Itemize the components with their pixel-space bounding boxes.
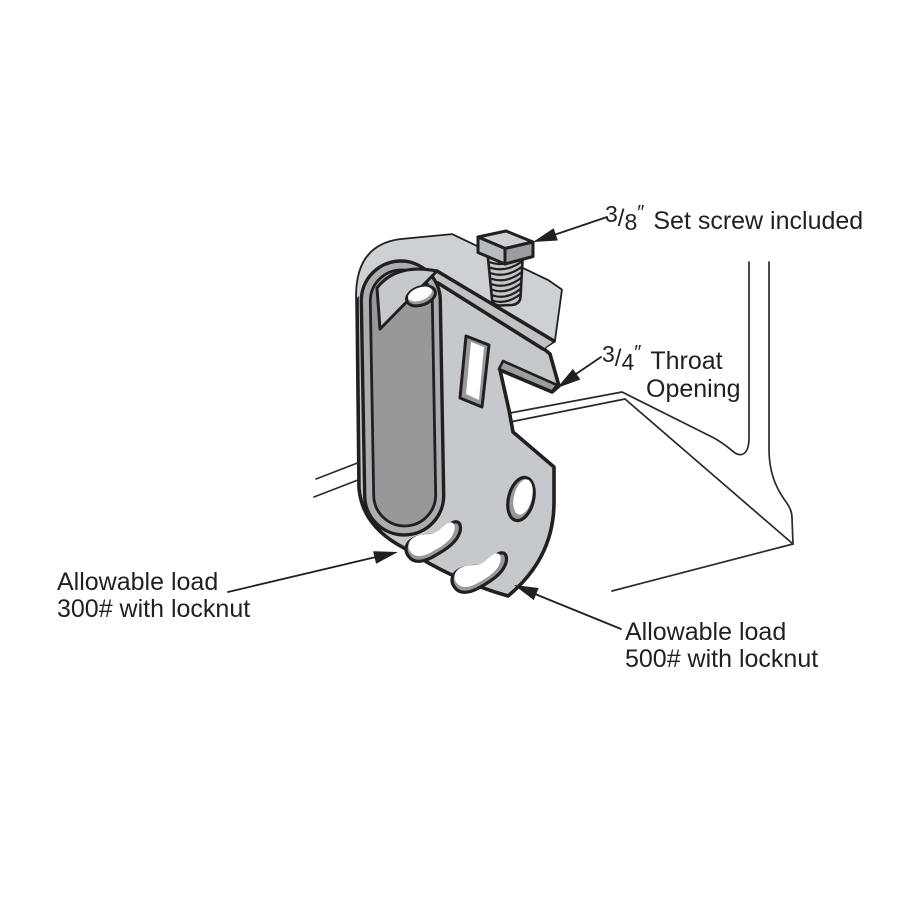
- arrowhead-load-300: [373, 551, 398, 564]
- throat-fraction-denominator: 4: [621, 349, 635, 375]
- arrowhead-throat: [557, 368, 581, 388]
- mounting-slot: [458, 334, 491, 409]
- throat-inch-mark: ″: [634, 342, 642, 364]
- set-screw: [476, 229, 535, 307]
- beam-flange-left-lines: [313, 461, 361, 498]
- label-load-300: Allowable load 300# with locknut: [57, 569, 250, 623]
- throat-fraction-numerator: 3: [602, 341, 615, 367]
- load-300-line-2: 300# with locknut: [57, 595, 251, 623]
- leader-load-500: [534, 593, 622, 630]
- leader-throat: [572, 356, 602, 377]
- label-throat-opening: 3/4″ Throat Opening: [602, 340, 741, 403]
- load-500-line-2: 500# with locknut: [625, 645, 819, 673]
- kidney-slot-upper: [404, 520, 463, 563]
- jaw-underside-strip: [497, 359, 559, 393]
- leader-set-screw: [550, 216, 608, 237]
- load-500-line-1: Allowable load: [625, 618, 787, 646]
- throat-word: Throat: [650, 347, 723, 375]
- set-screw-inch-mark: ″: [637, 202, 645, 224]
- channel-opening: [359, 259, 446, 537]
- load-300-line-1: Allowable load: [57, 568, 219, 596]
- set-screw-fraction-denominator: 8: [624, 209, 638, 235]
- set-screw-text: Set screw included: [653, 207, 864, 235]
- set-screw-fraction-slash: /: [617, 205, 625, 232]
- beam-flange-lines: [509, 261, 794, 592]
- throat-fraction-slash: /: [614, 345, 622, 372]
- label-load-500: Allowable load 500# with locknut: [625, 619, 818, 673]
- set-screw-head: [476, 229, 535, 266]
- set-screw-fraction-numerator: 3: [605, 201, 618, 227]
- arrowhead-load-500: [514, 585, 539, 601]
- kidney-slot-lower: [450, 551, 509, 594]
- leader-load-300: [227, 556, 377, 593]
- label-set-screw: 3/8″ Set screw included: [605, 200, 863, 236]
- jaw-fold-line-lower: [436, 281, 545, 351]
- throat-line-1: 3/4″ Throat: [602, 340, 741, 376]
- top-flange-hole: [405, 284, 437, 308]
- side-hole: [506, 475, 536, 523]
- arrowhead-set-screw: [533, 228, 558, 242]
- throat-line-2: Opening: [646, 375, 741, 403]
